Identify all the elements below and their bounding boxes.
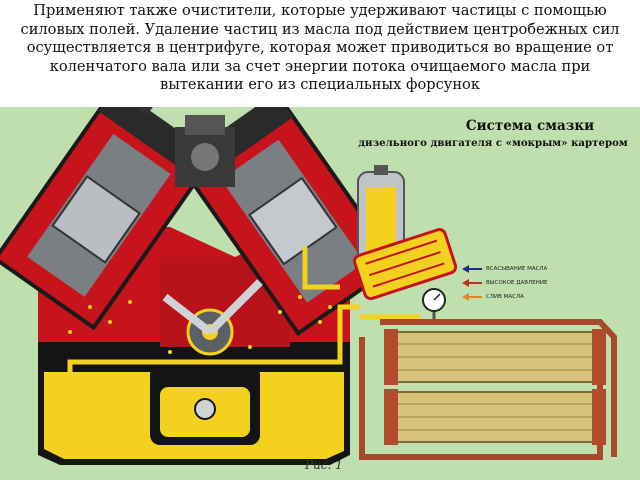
slide-text: Применяют также очистители, которые удер…: [20, 2, 620, 94]
arrow-left-icon: [462, 265, 482, 273]
full-flow-filter: [352, 228, 458, 301]
figure-subtitle: дизельного двигателя с «мокрым» картером: [358, 137, 628, 149]
legend-label: всасывание масла: [486, 266, 548, 272]
oil-cooler: [359, 319, 617, 460]
engine-illustration: [0, 107, 640, 480]
figure-caption: Рис. 1: [305, 458, 343, 472]
crankshaft: [162, 279, 263, 356]
legend-item-suction: всасывание масла: [462, 262, 572, 276]
oil-splash: [68, 295, 332, 354]
legend-item-high-pressure: высокое давление: [462, 276, 572, 290]
lubrication-system-figure: [0, 107, 640, 480]
left-cylinder-bank: [0, 107, 215, 331]
arrow-left-icon: [462, 279, 482, 287]
pressure-gauge-icon: [422, 288, 446, 319]
fuel-pump: [175, 115, 235, 187]
oil-lines: [67, 247, 420, 407]
legend-item-drain: слив масла: [462, 290, 572, 304]
oil-sump: [38, 337, 350, 465]
legend-label: слив масла: [486, 294, 524, 300]
figure-title: Система смазки: [465, 118, 595, 134]
figure-legend: всасывание масла высокое давление слив м…: [462, 262, 572, 304]
arrow-left-icon: [462, 293, 482, 301]
legend-label: высокое давление: [486, 280, 548, 286]
